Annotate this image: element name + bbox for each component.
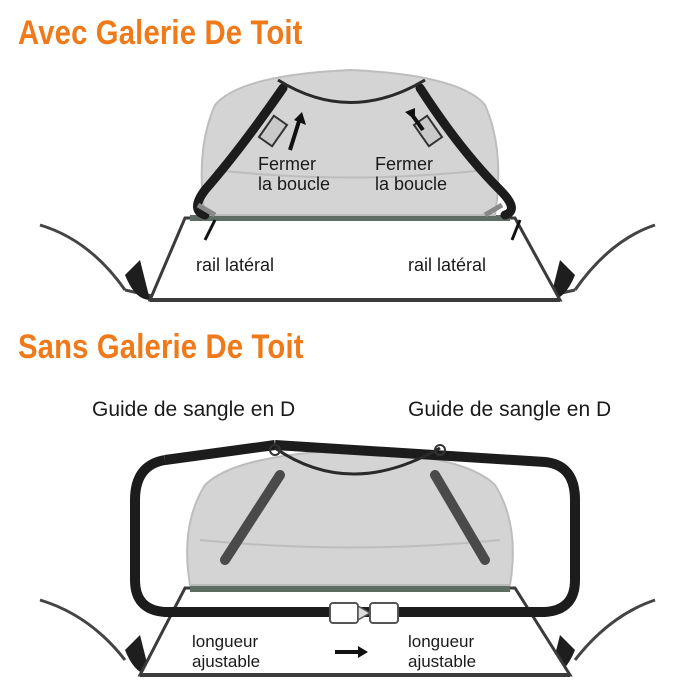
d-ring-guide-label-left: Guide de sangle en D — [92, 398, 296, 421]
side-rail-label-right: rail latéral — [408, 255, 487, 275]
without-rack-heading: Sans Galerie De Toit — [18, 328, 304, 366]
rail-pointer-left — [203, 219, 217, 241]
strap-left-top — [193, 83, 289, 220]
d-ring-right-icon — [434, 444, 446, 456]
strap-right-top — [412, 83, 516, 220]
cross-strap-bottom — [274, 446, 441, 476]
with-rack-heading: Avec Galerie De Toit — [18, 14, 303, 52]
adjustable-length-label-left: longueur ajustable — [192, 632, 261, 671]
cross-strap-top — [277, 78, 426, 104]
adjustable-length-label-right: longueur ajustable — [408, 632, 477, 671]
strap-loop — [130, 440, 580, 617]
cargo-bag-top — [200, 68, 500, 216]
close-buckle-label-left: Fermer la boucle — [258, 154, 331, 194]
close-buckle-label-right: Fermer la boucle — [375, 154, 448, 194]
strap-left-bottom — [220, 470, 285, 565]
d-ring-guide-label-right: Guide de sangle en D — [408, 398, 612, 421]
with-rack-illustration — [39, 68, 656, 302]
without-rack-illustration — [39, 440, 656, 677]
side-rail-label-left: rail latéral — [196, 255, 275, 275]
strap-right-bottom — [430, 470, 490, 565]
buckle-icon — [329, 602, 399, 624]
car-roof-top — [39, 215, 656, 302]
d-ring-left-icon — [269, 444, 281, 456]
arrow-left-up-icon — [288, 117, 302, 151]
rail-pointer-right — [510, 219, 522, 241]
